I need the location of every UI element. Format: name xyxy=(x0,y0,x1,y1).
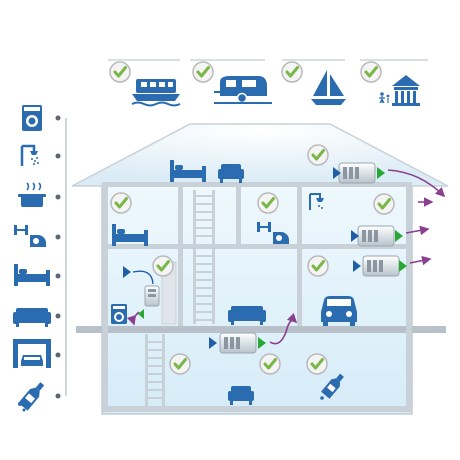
holiday-home-icon xyxy=(379,75,420,106)
check-icon xyxy=(191,60,215,84)
legend-dot xyxy=(55,194,61,200)
floor-upper xyxy=(102,244,412,249)
check-icon xyxy=(306,254,330,278)
check-icon xyxy=(151,254,175,278)
check-icon xyxy=(109,191,133,215)
check-icon xyxy=(256,191,280,215)
bathroom-shower-icon xyxy=(309,193,324,210)
cooking-pot-icon xyxy=(18,182,46,207)
caravan-icon xyxy=(214,76,272,104)
legend-dot xyxy=(55,352,61,358)
roof xyxy=(71,123,449,187)
check-icon xyxy=(306,143,330,167)
check-icon xyxy=(108,60,132,84)
garage-car-icon xyxy=(321,296,357,326)
legend-dot xyxy=(55,153,61,159)
floor-ground xyxy=(76,326,446,333)
check-icon xyxy=(280,60,304,84)
room-icons xyxy=(111,160,357,405)
wine-bottle-icon xyxy=(18,382,45,411)
floor-basement xyxy=(102,406,412,412)
legend-dot xyxy=(55,273,61,279)
dehumidifier-attic xyxy=(333,162,446,198)
dehumidifier-basement xyxy=(209,312,298,354)
legend-dot xyxy=(55,234,61,240)
category-legend xyxy=(13,105,67,412)
legend-dot xyxy=(55,313,61,319)
garage-icon xyxy=(13,339,51,368)
sailboat-icon xyxy=(311,70,346,105)
sofa-icon xyxy=(13,308,51,327)
check-icon xyxy=(359,60,383,84)
boat-icon xyxy=(131,79,181,107)
application-row xyxy=(108,59,428,107)
bedroom-gym-icon xyxy=(257,222,289,244)
legend-dot xyxy=(55,115,61,121)
check-icon xyxy=(168,352,192,376)
check-icon xyxy=(258,352,282,376)
floor-attic xyxy=(102,182,412,187)
bed-icon xyxy=(14,264,50,286)
dehumidifier-units xyxy=(123,162,446,354)
shower-icon xyxy=(20,144,39,166)
cellar-wine-bottle-icon xyxy=(321,373,344,399)
dehumidifier-laundry xyxy=(123,266,160,326)
check-icon xyxy=(372,192,396,216)
staircase-upper xyxy=(193,190,215,324)
washing-machine-icon xyxy=(22,105,42,131)
legend-dot xyxy=(55,393,61,399)
gym-icon xyxy=(14,225,46,247)
laundry-washing-machine-icon xyxy=(111,304,127,324)
dehumidifier-garage xyxy=(353,255,432,277)
check-icon xyxy=(305,352,329,376)
dehumidifier-upper xyxy=(351,197,434,247)
staircase-basement xyxy=(145,334,165,406)
